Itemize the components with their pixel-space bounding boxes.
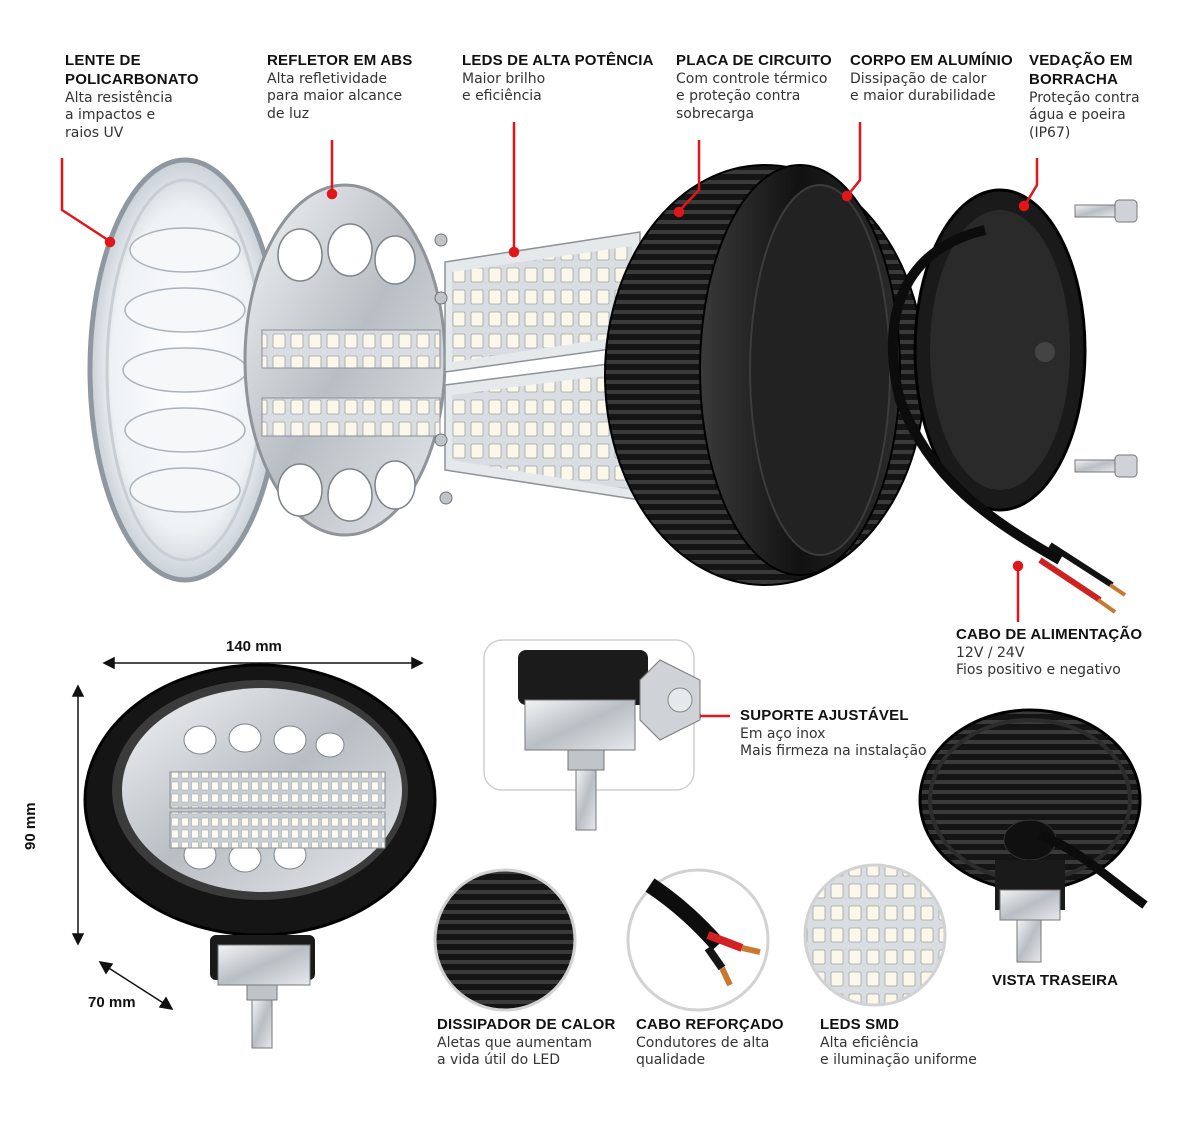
label-circuit-title: PLACA DE CIRCUITO bbox=[676, 52, 832, 69]
label-leds-power: LEDS DE ALTA POTÊNCIA Maior brilho e efi… bbox=[462, 52, 654, 106]
label-reflector-title: REFLETOR EM ABS bbox=[267, 52, 413, 69]
label-circuit: PLACA DE CIRCUITO Com controle térmico e… bbox=[676, 52, 832, 123]
label-body-desc-2: e maior durabilidade bbox=[850, 88, 996, 105]
label-reflector-desc-1: Alta refletividade bbox=[267, 70, 387, 87]
dimension-arrows bbox=[71, 656, 424, 1010]
label-cable-reinforced-desc-1: Condutores de alta bbox=[636, 1034, 770, 1051]
label-bracket-title: SUPORTE AJUSTÁVEL bbox=[740, 707, 909, 724]
label-leds-power-desc-2: e eficiência bbox=[462, 88, 542, 105]
label-lens-title-2: POLICARBONATO bbox=[65, 70, 199, 88]
label-cable-title: CABO DE ALIMENTAÇÃO bbox=[956, 626, 1143, 643]
label-cable-desc-2: Fios positivo e negativo bbox=[956, 662, 1121, 679]
label-seal-desc-3: (IP67) bbox=[1029, 124, 1071, 141]
label-seal-title-1: VEDAÇÃO EM bbox=[1029, 52, 1133, 69]
label-body-desc-1: Dissipação de calor bbox=[850, 70, 987, 87]
label-heatsink-desc-1: Aletas que aumentam bbox=[437, 1034, 592, 1051]
label-cable-reinforced-title: CABO REFORÇADO bbox=[636, 1016, 784, 1033]
aluminium-body-part bbox=[604, 164, 926, 586]
label-leds-smd-desc-1: Alta eficiência bbox=[820, 1034, 919, 1051]
label-lens-desc-3: raios UV bbox=[65, 124, 124, 141]
leds-smd-detail bbox=[803, 863, 947, 1007]
label-rear-title: VISTA TRASEIRA bbox=[992, 972, 1119, 989]
label-seal: VEDAÇÃO EM BORRACHA Proteção contra água… bbox=[1029, 52, 1140, 142]
heatsink-detail bbox=[433, 868, 577, 1012]
label-seal-desc-1: Proteção contra bbox=[1029, 89, 1140, 106]
label-cable-desc-1: 12V / 24V bbox=[956, 644, 1025, 661]
label-leds-power-title: LEDS DE ALTA POTÊNCIA bbox=[462, 52, 654, 69]
reflector-part bbox=[243, 183, 447, 537]
label-reflector: REFLETOR EM ABS Alta refletividade para … bbox=[267, 52, 413, 123]
label-cable-reinforced-desc-2: qualidade bbox=[636, 1052, 706, 1069]
label-circuit-desc-1: Com controle térmico bbox=[676, 70, 828, 87]
label-heatsink-desc-2: a vida útil do LED bbox=[437, 1052, 561, 1069]
label-seal-desc-2: água e poeira bbox=[1029, 107, 1126, 123]
label-leds-power-desc-1: Maior brilho bbox=[462, 70, 546, 87]
label-bracket: SUPORTE AJUSTÁVEL Em aço inox Mais firme… bbox=[740, 707, 927, 761]
label-cable-reinforced: CABO REFORÇADO Condutores de alta qualid… bbox=[636, 1016, 784, 1070]
label-leds-smd: LEDS SMD Alta eficiência e iluminação un… bbox=[820, 1016, 977, 1070]
rear-view-lamp bbox=[918, 708, 1148, 963]
label-bracket-desc-1: Em aço inox bbox=[740, 725, 826, 742]
label-seal-title-2: BORRACHA bbox=[1029, 70, 1119, 88]
label-lens: LENTE DE POLICARBONATO Alta resistência … bbox=[65, 52, 199, 142]
label-lens-desc-2: a impactos e bbox=[65, 107, 156, 123]
label-rear: VISTA TRASEIRA bbox=[992, 972, 1118, 991]
label-body: CORPO EM ALUMÍNIO Dissipação de calor e … bbox=[850, 52, 1013, 106]
dimension-depth: 70 mm bbox=[88, 994, 136, 1011]
led-boards-part bbox=[434, 231, 641, 505]
dimension-width: 140 mm bbox=[226, 638, 282, 655]
label-reflector-desc-2: para maior alcance bbox=[267, 88, 403, 105]
cable-detail bbox=[626, 868, 770, 1012]
label-body-title: CORPO EM ALUMÍNIO bbox=[850, 52, 1013, 69]
label-cable: CABO DE ALIMENTAÇÃO 12V / 24V Fios posit… bbox=[956, 626, 1142, 680]
label-bracket-desc-2: Mais firmeza na instalação bbox=[740, 743, 927, 760]
label-leds-smd-desc-2: e iluminação uniforme bbox=[820, 1052, 977, 1069]
label-heatsink: DISSIPADOR DE CALOR Aletas que aumentam … bbox=[437, 1016, 616, 1070]
bracket-inset bbox=[483, 639, 701, 831]
label-lens-title-1: LENTE DE bbox=[65, 52, 141, 69]
screws bbox=[1074, 199, 1138, 478]
label-reflector-desc-3: de luz bbox=[267, 105, 310, 122]
label-circuit-desc-2: e proteção contra bbox=[676, 88, 801, 105]
label-leds-smd-title: LEDS SMD bbox=[820, 1016, 900, 1033]
label-circuit-desc-3: sobrecarga bbox=[676, 105, 755, 122]
rubber-seal-part bbox=[887, 188, 1127, 614]
label-lens-desc-1: Alta resistência bbox=[65, 89, 173, 106]
dimension-height: 90 mm bbox=[22, 802, 39, 850]
front-view-lamp bbox=[83, 663, 437, 1049]
label-heatsink-title: DISSIPADOR DE CALOR bbox=[437, 1016, 616, 1033]
